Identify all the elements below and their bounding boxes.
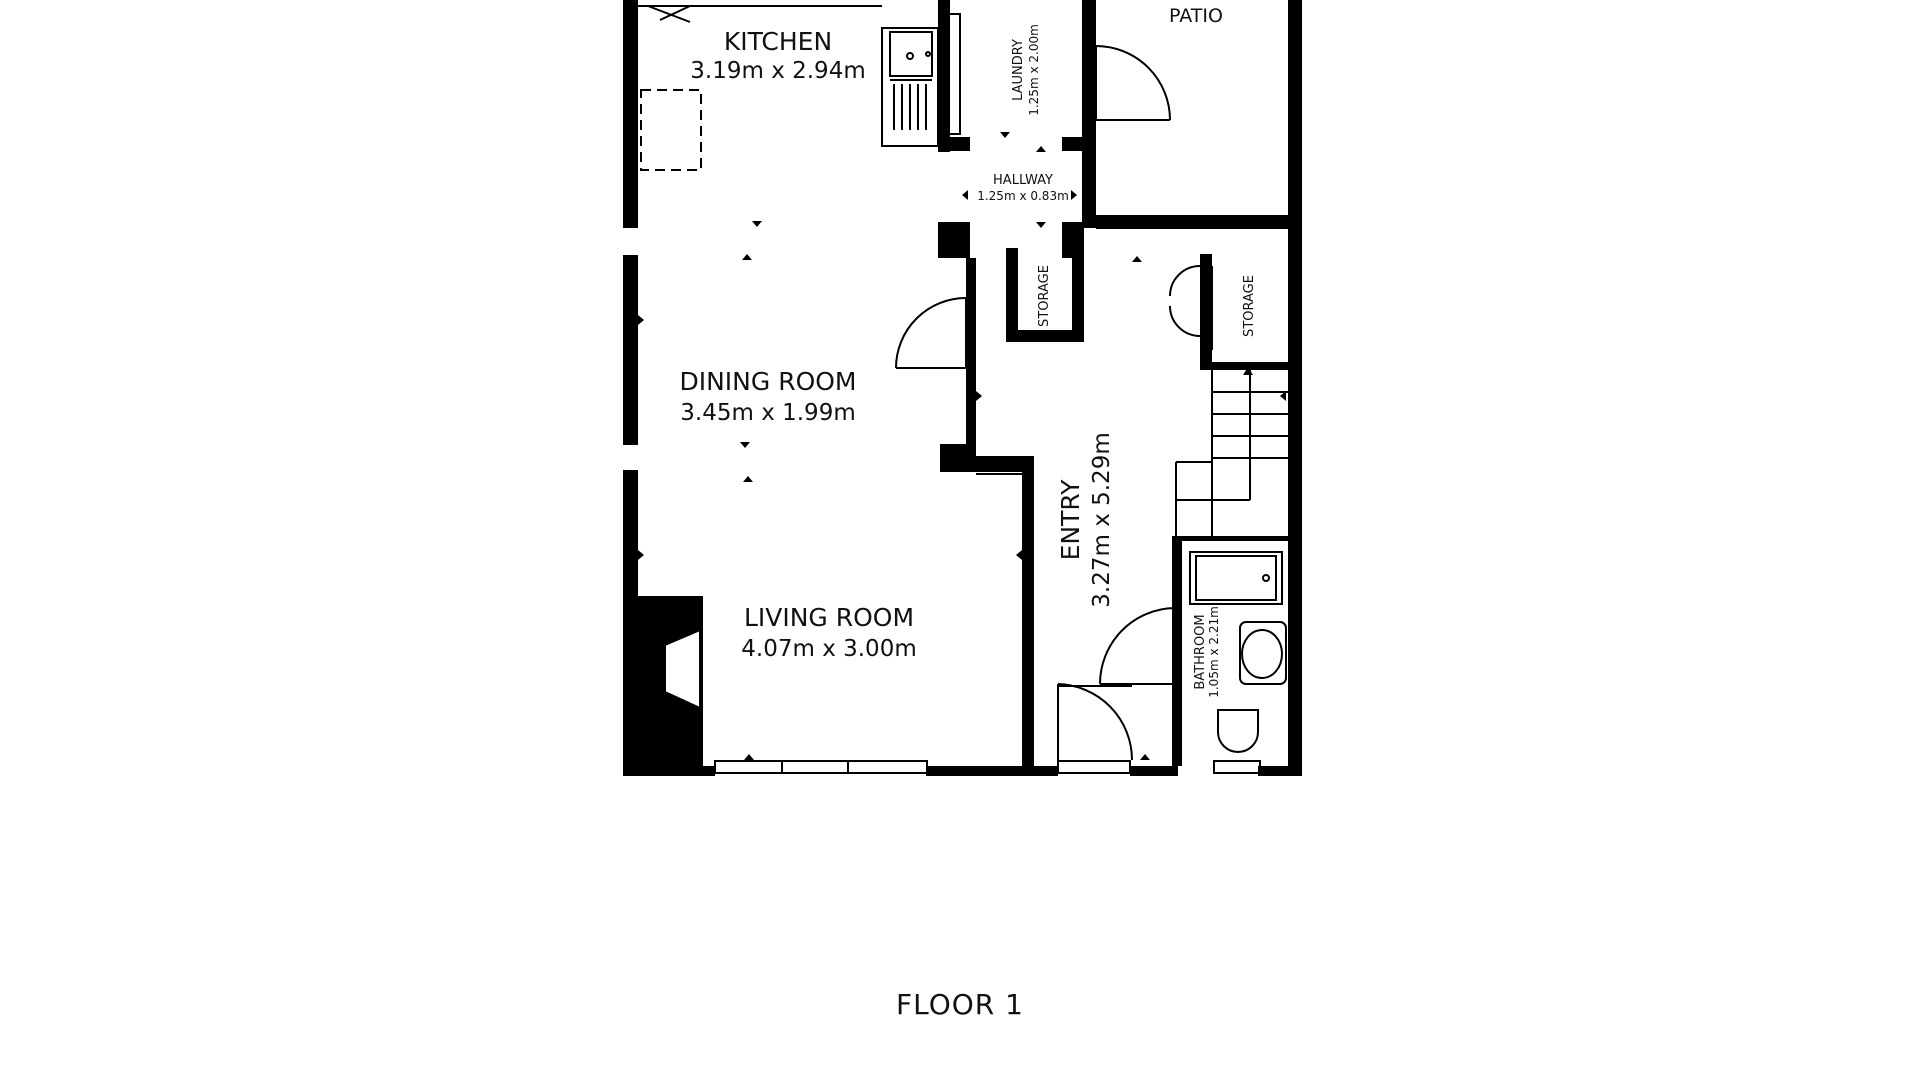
basin-icon xyxy=(1241,629,1283,679)
bathtub-icon xyxy=(1189,551,1283,605)
front-door-swing xyxy=(1057,683,1133,761)
thin-lines xyxy=(638,0,1288,774)
drain-icon xyxy=(906,52,914,60)
sink-icon xyxy=(889,31,933,77)
storage-right-name: STORAGE xyxy=(1242,275,1257,337)
fireplace-icon xyxy=(664,628,701,710)
walls xyxy=(623,0,1302,776)
kitchen-counter xyxy=(881,27,939,147)
storage-door-swing xyxy=(1169,265,1201,297)
bathroom-door-swing xyxy=(1099,607,1175,685)
kitchen-dims: 3.19m x 2.94m xyxy=(690,58,865,84)
kitchen-name: KITCHEN xyxy=(724,27,832,56)
dimension-markers xyxy=(638,132,1286,760)
bathroom-window xyxy=(1213,760,1261,774)
living-room-window xyxy=(714,760,928,774)
entry-door-frame xyxy=(1057,760,1131,774)
bathroom-dims: 1.05m x 2.21m xyxy=(1207,606,1221,698)
dining-door-swing xyxy=(895,297,967,369)
entry-name: ENTRY xyxy=(1056,479,1085,561)
room-labels: KITCHEN 3.19m x 2.94m PATIO LAUNDRY 1.25… xyxy=(679,5,1257,698)
storage-center-name: STORAGE xyxy=(1037,265,1052,327)
bathroom-name: BATHROOM xyxy=(1193,614,1208,689)
entry-dims: 3.27m x 5.29m xyxy=(1089,432,1115,607)
door-swings xyxy=(647,5,1201,762)
dining-dims: 3.45m x 1.99m xyxy=(680,400,855,426)
patio-name: PATIO xyxy=(1169,5,1223,27)
living-dims: 4.07m x 3.00m xyxy=(741,636,916,662)
kitchen-island xyxy=(640,89,702,171)
patio-door-swing xyxy=(1095,45,1171,121)
staircase xyxy=(1175,370,1288,536)
dining-name: DINING ROOM xyxy=(679,367,856,396)
living-name: LIVING ROOM xyxy=(744,603,914,632)
laundry-name: LAUNDRY xyxy=(1011,39,1026,101)
floor-label: FLOOR 1 xyxy=(896,988,1024,1021)
toilet-icon xyxy=(1217,709,1259,753)
hallway-dims: 1.25m x 0.83m xyxy=(977,189,1069,203)
laundry-dims: 1.25m x 2.00m xyxy=(1027,24,1041,116)
basin-counter xyxy=(1239,621,1287,685)
hallway-name: HALLWAY xyxy=(993,173,1053,188)
